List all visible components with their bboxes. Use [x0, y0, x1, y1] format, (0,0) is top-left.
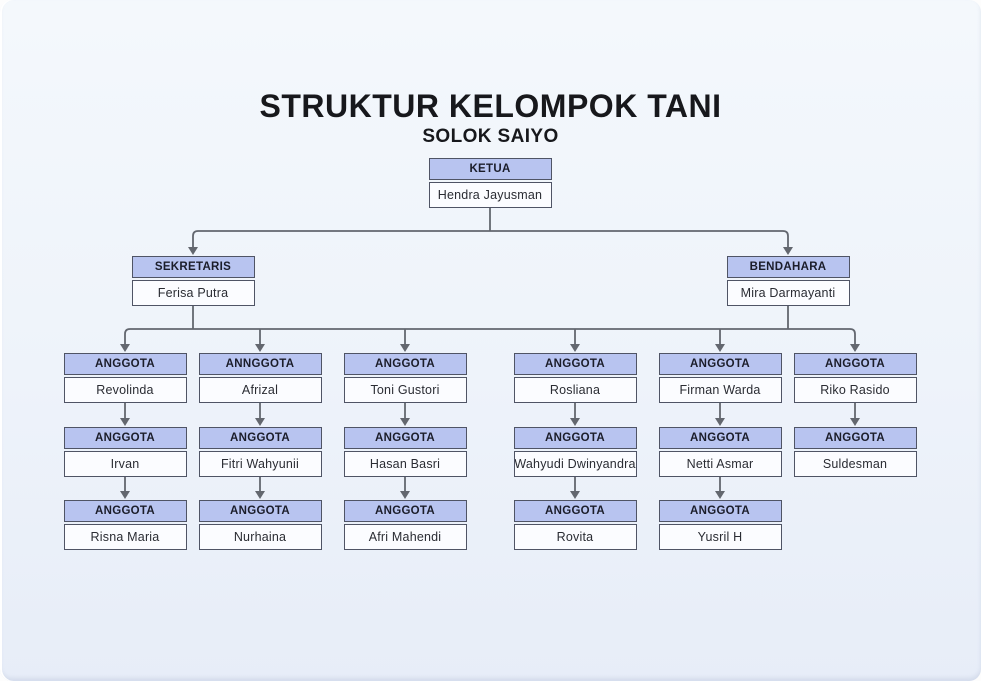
org-node-anggota-c4-r3-title: ANGGOTA	[513, 500, 637, 522]
org-node-anggota-c4-r3-name: Rovita	[513, 524, 637, 550]
org-node-anggota-c2-r1-name: Afrizal	[198, 377, 322, 403]
org-node-anggota-c2-r1-title: ANNGGOTA	[198, 353, 322, 375]
org-node-anggota-c6-r1-name: Riko Rasido	[793, 377, 917, 403]
org-node-anggota-c3-r3-title: ANGGOTA	[343, 500, 467, 522]
org-node-sekretaris-title: SEKRETARIS	[131, 256, 255, 278]
org-node-anggota-c2-r2-name: Fitri Wahyunii	[198, 451, 322, 477]
org-node-anggota-c6-r2-title: ANGGOTA	[793, 427, 917, 449]
page-subtitle: SOLOK SAIYO	[422, 126, 559, 147]
org-node-anggota-c5-r3-name: Yusril H	[658, 524, 782, 550]
org-node-bendahara-name: Mira Darmayanti	[726, 280, 850, 306]
org-node-bendahara-title: BENDAHARA	[726, 256, 850, 278]
org-node-anggota-c3-r2-name: Hasan Basri	[343, 451, 467, 477]
org-node-anggota-c1-r2-name: Irvan	[63, 451, 187, 477]
org-node-anggota-c5-r1-title: ANGGOTA	[658, 353, 782, 375]
org-node-anggota-c4-r1-title: ANGGOTA	[513, 353, 637, 375]
org-node-anggota-c4-r2-name: Wahyudi Dwinyandra	[513, 451, 637, 477]
org-node-anggota-c3-r3-name: Afri Mahendi	[343, 524, 467, 550]
org-node-anggota-c6-r2-name: Suldesman	[793, 451, 917, 477]
org-node-anggota-c5-r2-title: ANGGOTA	[658, 427, 782, 449]
org-node-sekretaris-name: Ferisa Putra	[131, 280, 255, 306]
org-node-anggota-c4-r2-title: ANGGOTA	[513, 427, 637, 449]
org-node-anggota-c1-r3-name: Risna Maria	[63, 524, 187, 550]
org-node-anggota-c5-r2-name: Netti Asmar	[658, 451, 782, 477]
org-node-anggota-c2-r3-name: Nurhaina	[198, 524, 322, 550]
org-node-anggota-c3-r1-name: Toni Gustori	[343, 377, 467, 403]
org-node-anggota-c1-r3-title: ANGGOTA	[63, 500, 187, 522]
org-node-ketua-title: KETUA	[428, 158, 552, 180]
org-node-anggota-c5-r3-title: ANGGOTA	[658, 500, 782, 522]
org-node-anggota-c1-r1-name: Revolinda	[63, 377, 187, 403]
org-node-anggota-c2-r2-title: ANGGOTA	[198, 427, 322, 449]
page-title: STRUKTUR KELOMPOK TANI	[259, 88, 722, 124]
org-node-anggota-c3-r1-title: ANGGOTA	[343, 353, 467, 375]
org-node-anggota-c5-r1-name: Firman Warda	[658, 377, 782, 403]
org-node-anggota-c4-r1-name: Rosliana	[513, 377, 637, 403]
org-node-ketua-name: Hendra Jayusman	[428, 182, 552, 208]
org-node-anggota-c1-r1-title: ANGGOTA	[63, 353, 187, 375]
org-node-anggota-c1-r2-title: ANGGOTA	[63, 427, 187, 449]
org-node-anggota-c6-r1-title: ANGGOTA	[793, 353, 917, 375]
org-node-anggota-c3-r2-title: ANGGOTA	[343, 427, 467, 449]
org-node-anggota-c2-r3-title: ANGGOTA	[198, 500, 322, 522]
